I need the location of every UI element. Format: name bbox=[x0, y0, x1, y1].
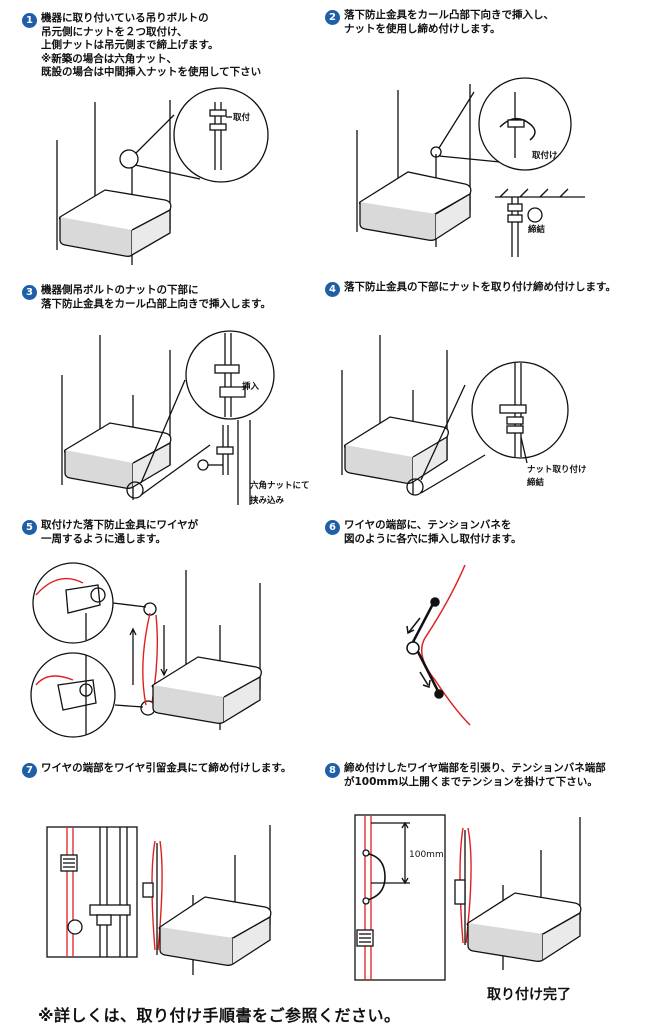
step-4-illustration: ナット取り付け 締結 bbox=[341, 335, 587, 496]
step-5-illustration bbox=[30, 562, 262, 738]
step-instruction: 取付けた落下防止金具にワイヤが 一周するように通します。 bbox=[41, 519, 199, 545]
step-instruction: ワイヤの端部をワイヤ引留金具にて締め付けします。 bbox=[41, 762, 292, 774]
step-number-badge: 3 bbox=[22, 285, 37, 300]
footer-note: ※詳しくは、取り付け手順書をご参照ください。 bbox=[38, 1006, 401, 1025]
step-3: 3 機器側吊ボルトのナットの下部に 落下防止金具をカール凸部上向きで挿入します。 bbox=[22, 284, 271, 311]
step-instruction: 機器側吊ボルトのナットの下部に 落下防止金具をカール凸部上向きで挿入します。 bbox=[41, 284, 271, 310]
step-instruction: 落下防止金具の下部にナットを取り付け締め付けします。 bbox=[344, 281, 616, 293]
callout-label: 取付 bbox=[233, 112, 251, 123]
step-number-badge: 5 bbox=[22, 520, 37, 535]
callout-label: 締結 bbox=[527, 477, 545, 488]
step-1: 1 機器に取り付いている吊りボルトの 吊元側にナットを２つ取付け、 上側ナットは… bbox=[22, 12, 261, 80]
callout-label: 挿入 bbox=[242, 381, 260, 392]
callout-label: 挟み込み bbox=[250, 495, 285, 506]
step-number-badge: 2 bbox=[325, 10, 340, 25]
dimension-label: 100mm bbox=[409, 850, 444, 860]
step-number-badge: 4 bbox=[325, 282, 340, 297]
step-instruction: 締め付けしたワイヤ端部を引張り、テンションバネ端部 が100mm以上開くまでテン… bbox=[344, 762, 606, 788]
step-7: 7 ワイヤの端部をワイヤ引留金具にて締め付けします。 bbox=[22, 762, 291, 778]
step-2-illustration: 取付け 締結 bbox=[356, 77, 585, 257]
step-number-badge: 1 bbox=[22, 13, 37, 28]
step-6: 6 ワイヤの端部に、テンションバネを 図のように各穴に挿入し取付けます。 bbox=[325, 519, 521, 546]
step-8: 8 締め付けしたワイヤ端部を引張り、テンションバネ端部 が100mm以上開くまで… bbox=[325, 762, 606, 789]
step-3-illustration: 挿入 六角ナットにて 挟み込み bbox=[61, 330, 310, 506]
step-6-illustration bbox=[406, 564, 471, 726]
step-number-badge: 7 bbox=[22, 763, 37, 778]
step-4: 4 落下防止金具の下部にナットを取り付け締め付けします。 bbox=[325, 281, 616, 297]
completion-label: 取り付け完了 bbox=[487, 987, 571, 1003]
callout-label: 取付け bbox=[532, 150, 558, 161]
callout-label: 六角ナットにて bbox=[250, 480, 310, 491]
callout-label: 締結 bbox=[528, 224, 546, 235]
step-instruction: 機器に取り付いている吊りボルトの 吊元側にナットを２つ取付け、 上側ナットは吊元… bbox=[41, 12, 262, 78]
step-instruction: 落下防止金具をカール凸部下向きで挿入し、 ナットを使用し締め付けします。 bbox=[344, 9, 554, 35]
step-8-illustration: 100mm bbox=[354, 814, 582, 981]
step-7-illustration bbox=[46, 825, 272, 975]
callout-label: ナット取り付け bbox=[527, 464, 587, 475]
step-1-illustration: 取付 bbox=[56, 87, 269, 265]
step-number-badge: 8 bbox=[325, 763, 340, 778]
step-5: 5 取付けた落下防止金具にワイヤが 一周するように通します。 bbox=[22, 519, 198, 546]
step-2: 2 落下防止金具をカール凸部下向きで挿入し、 ナットを使用し締め付けします。 bbox=[325, 9, 554, 36]
step-instruction: ワイヤの端部に、テンションバネを 図のように各穴に挿入し取付けます。 bbox=[344, 519, 522, 545]
step-number-badge: 6 bbox=[325, 520, 340, 535]
